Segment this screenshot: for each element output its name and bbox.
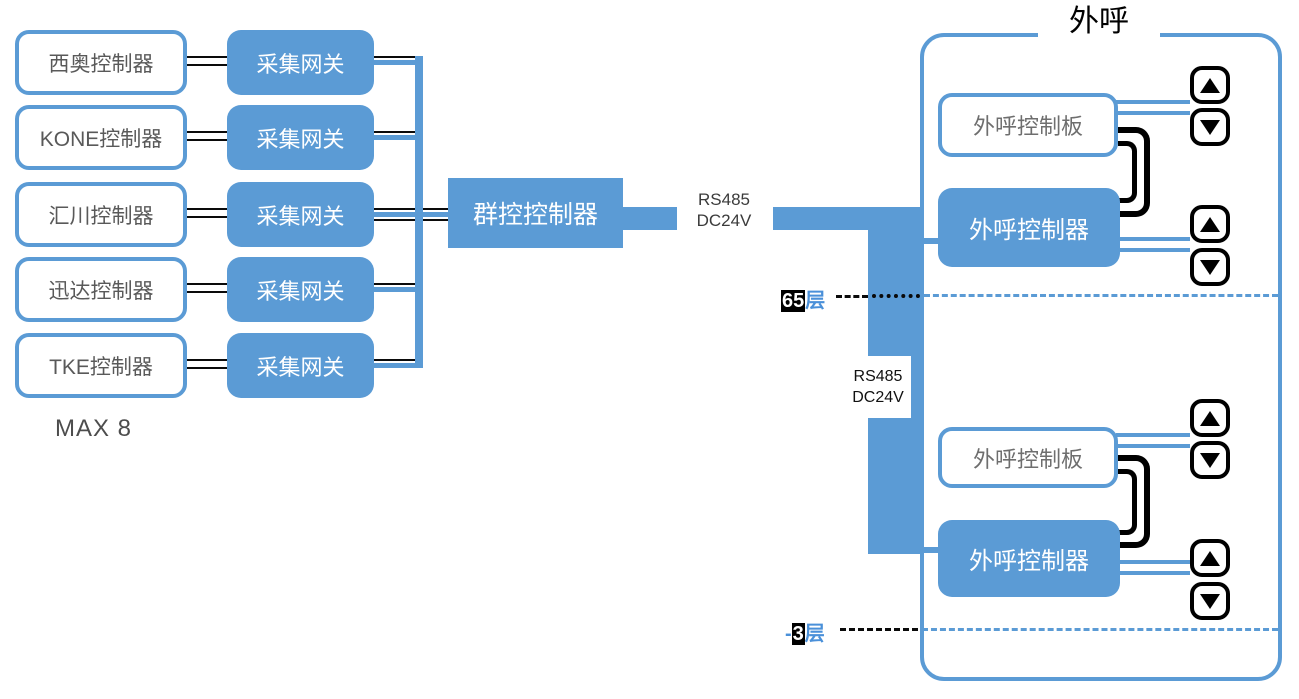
floor-prefix: - xyxy=(785,623,792,645)
max-capacity-note: MAX 8 xyxy=(55,415,133,442)
trunk-to-controller-line xyxy=(898,547,940,553)
up-triangle-icon xyxy=(1200,77,1220,93)
rs485-link-bar-left xyxy=(623,207,677,230)
connector-controller-gateway xyxy=(187,359,227,369)
up-triangle-icon xyxy=(1200,216,1220,232)
gateway-label: 采集网关 xyxy=(256,126,345,152)
call-controller-label: 外呼控制器 xyxy=(969,548,1089,575)
controller-button-line xyxy=(1120,248,1190,252)
board-controller-bracket xyxy=(1118,455,1150,548)
down-call-button xyxy=(1190,441,1230,479)
call-board-box-1: 外呼控制板 xyxy=(938,93,1118,157)
dc24v-label-line2: DC24V xyxy=(696,211,752,230)
gateway-label: 采集网关 xyxy=(256,278,345,304)
controller-box-huichuan: 汇川控制器 xyxy=(15,182,187,247)
controller-box-kone: KONE控制器 xyxy=(15,105,187,170)
gateway-bus-line xyxy=(415,56,423,368)
board-controller-bracket xyxy=(1118,127,1150,217)
controller-label: 迅达控制器 xyxy=(48,279,154,303)
down-triangle-icon xyxy=(1200,119,1220,135)
up-call-button xyxy=(1190,399,1230,437)
connector-gateway-bus xyxy=(374,287,416,292)
rs485-link-bar-right xyxy=(773,207,921,230)
trunk-rs485-label: RS485 DC24V xyxy=(845,356,911,418)
connector-gateway-groupctrl xyxy=(374,212,448,217)
floor-suffix: 层 xyxy=(805,290,826,312)
floor-number-highlight: 65 xyxy=(781,290,806,312)
controller-box-xunda: 迅达控制器 xyxy=(15,257,187,322)
connector-gateway-groupctrl xyxy=(374,219,448,221)
gateway-label: 采集网关 xyxy=(256,51,345,77)
connector-controller-gateway xyxy=(187,131,227,141)
connector-controller-gateway xyxy=(187,283,227,293)
board-button-line xyxy=(1116,100,1190,104)
controller-label: 汇川控制器 xyxy=(48,204,154,228)
group-controller-box: 群控控制器 xyxy=(448,178,623,248)
controller-label: KONE控制器 xyxy=(39,127,163,151)
gateway-label: 采集网关 xyxy=(256,354,345,380)
trunk-label-line2: DC24V xyxy=(852,389,904,406)
controller-box-tke: TKE控制器 xyxy=(15,333,187,398)
call-board-label: 外呼控制板 xyxy=(972,114,1083,139)
call-controller-box-2: 外呼控制器 xyxy=(938,520,1120,597)
connector-controller-gateway xyxy=(187,56,227,66)
down-triangle-icon xyxy=(1200,593,1220,609)
connector-gateway-bus xyxy=(374,359,416,361)
board-button-line xyxy=(1116,111,1190,115)
controller-box-xiao: 西奥控制器 xyxy=(15,30,187,95)
gateway-box: 采集网关 xyxy=(227,182,374,247)
connector-gateway-bus xyxy=(374,283,416,285)
floor-divider-line xyxy=(922,628,1278,631)
connector-gateway-bus xyxy=(374,363,416,368)
floor-suffix: 层 xyxy=(804,623,825,645)
up-call-button xyxy=(1190,205,1230,243)
board-controller-bracket-inner xyxy=(1118,469,1137,535)
gateway-box: 采集网关 xyxy=(227,333,374,398)
down-call-button xyxy=(1190,582,1230,620)
connector-gateway-bus xyxy=(374,135,416,140)
floor-label-minus3: -3层 xyxy=(785,617,825,646)
connector-gateway-bus xyxy=(374,131,416,133)
trunk-to-controller-line xyxy=(898,238,940,244)
connector-gateway-bus xyxy=(374,60,416,65)
controller-button-line xyxy=(1120,571,1190,575)
call-board-label: 外呼控制板 xyxy=(972,446,1083,472)
rs485-label-line1: RS485 xyxy=(698,190,750,209)
call-controller-label: 外呼控制器 xyxy=(969,217,1089,244)
floor-label-65: 65层 xyxy=(781,284,825,313)
floor-number-highlight: 3 xyxy=(791,623,805,645)
floor-divider-line xyxy=(924,294,1278,297)
trunk-label-line1: RS485 xyxy=(853,368,903,385)
gateway-box: 采集网关 xyxy=(227,30,374,95)
gateway-box: 采集网关 xyxy=(227,257,374,322)
call-board-box-2: 外呼控制板 xyxy=(938,427,1118,488)
up-triangle-icon xyxy=(1200,550,1220,566)
down-call-button xyxy=(1190,248,1230,286)
gateway-box: 采集网关 xyxy=(227,105,374,170)
down-triangle-icon xyxy=(1200,452,1220,468)
board-button-line xyxy=(1116,433,1190,437)
group-controller-label: 群控控制器 xyxy=(472,201,598,229)
controller-label: TKE控制器 xyxy=(49,355,153,379)
rs485-link-label: RS485 DC24V xyxy=(678,189,770,231)
call-controller-box-1: 外呼控制器 xyxy=(938,188,1120,267)
controller-button-line xyxy=(1120,237,1190,241)
connector-controller-gateway xyxy=(187,208,227,218)
board-controller-bracket-inner xyxy=(1118,141,1137,203)
down-call-button xyxy=(1190,108,1230,146)
up-call-button xyxy=(1190,66,1230,104)
gateway-label: 采集网关 xyxy=(256,203,345,229)
floor-divider-line xyxy=(840,628,918,631)
up-triangle-icon xyxy=(1200,410,1220,426)
floor-divider-line xyxy=(872,294,920,298)
up-call-button xyxy=(1190,539,1230,577)
controller-button-line xyxy=(1120,560,1190,564)
connector-gateway-bus xyxy=(374,56,416,58)
floor-divider-line xyxy=(836,295,868,298)
panel-title: 外呼 xyxy=(1038,4,1160,40)
board-button-line xyxy=(1116,444,1190,448)
down-triangle-icon xyxy=(1200,259,1220,275)
connector-gateway-groupctrl xyxy=(374,208,448,210)
controller-label: 西奥控制器 xyxy=(48,52,154,76)
